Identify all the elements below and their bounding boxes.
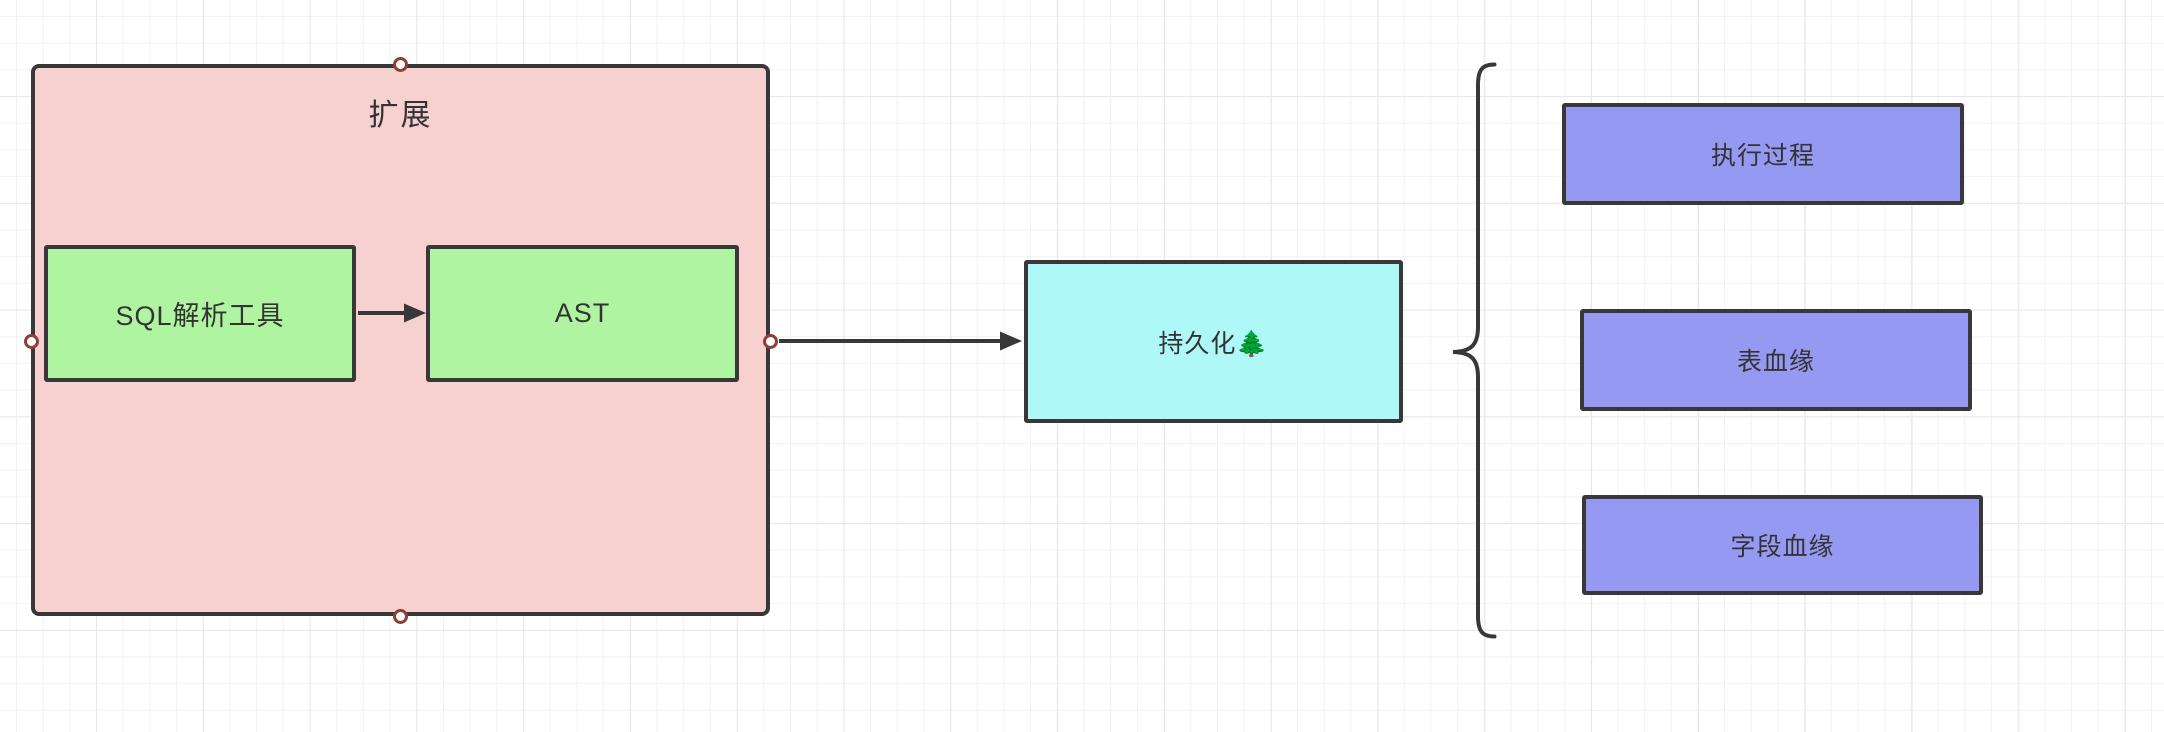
arrow-expansion-to-persistence[interactable] [779, 331, 1022, 351]
connection-handle-left[interactable] [24, 334, 39, 349]
curly-brace[interactable] [1452, 62, 1497, 639]
connection-handle-bottom[interactable] [393, 609, 408, 624]
node-table-lineage-label: 表血缘 [1736, 348, 1815, 376]
node-exec-process-label: 执行过程 [1710, 142, 1815, 170]
connection-handle-top[interactable] [393, 57, 408, 72]
connection-handle-right[interactable] [763, 334, 778, 349]
group-label: 扩展 [368, 99, 433, 132]
node-field-lineage-label: 字段血缘 [1730, 533, 1835, 561]
node-exec-process[interactable]: 执行过程 [1562, 103, 1964, 205]
node-persistence[interactable]: 持久化🌲 [1024, 260, 1403, 423]
node-table-lineage[interactable]: 表血缘 [1580, 309, 1972, 411]
node-ast[interactable]: AST [426, 245, 739, 382]
node-field-lineage[interactable]: 字段血缘 [1582, 495, 1983, 595]
node-sql-parser[interactable]: SQL解析工具 [44, 245, 356, 382]
node-persistence-label: 持久化🌲 [1158, 329, 1269, 358]
node-ast-label: AST [554, 298, 611, 328]
node-sql-parser-label: SQL解析工具 [115, 301, 285, 331]
